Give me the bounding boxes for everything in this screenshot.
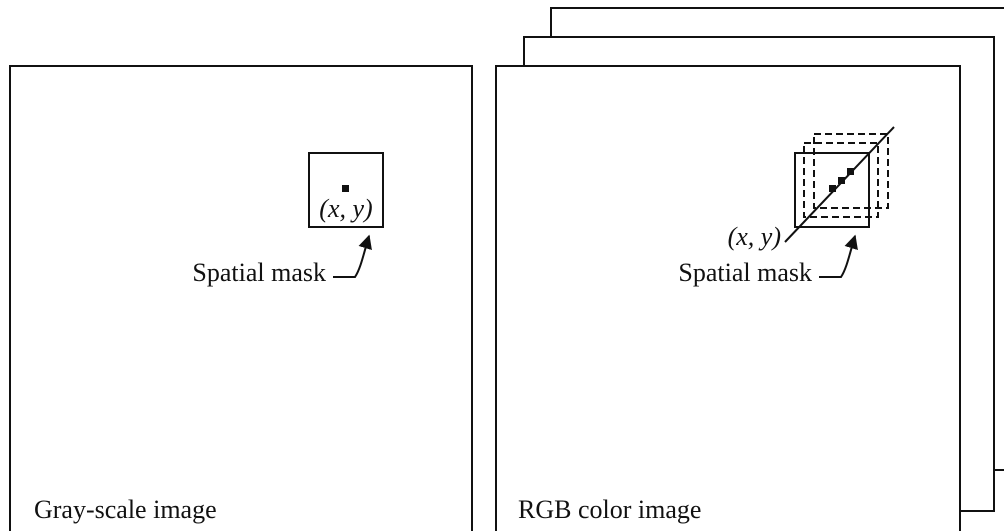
- rgb-depth-axis-line: [784, 126, 895, 243]
- rgb-color-caption: RGB color image: [518, 495, 701, 524]
- gray-coordinate-label: (x, y): [319, 194, 372, 223]
- gray-mask-arrow: [333, 234, 372, 278]
- gray-center-pixel: [342, 185, 349, 192]
- gray-scale-panel: (x, y) Spatial mask Gray-scale image: [9, 65, 473, 531]
- rgb-coordinate-label: (x, y): [728, 222, 781, 251]
- rgb-center-pixel-back: [847, 168, 854, 175]
- rgb-center-pixel-front: [829, 185, 836, 192]
- rgb-spatial-mask-label: Spatial mask: [678, 258, 812, 287]
- gray-spatial-mask-box: [308, 152, 384, 228]
- gray-scale-image-frame: [9, 65, 473, 531]
- rgb-mask-arrow: [819, 234, 858, 278]
- rgb-panel: (x, y) Spatial mask RGB color image: [495, 7, 1004, 531]
- rgb-front-plane: [495, 65, 961, 531]
- rgb-center-pixel-middle: [838, 177, 845, 184]
- rgb-mask-front-box: [794, 152, 870, 228]
- rgb-mask-back-box: [813, 133, 889, 209]
- rgb-mask-middle-box: [803, 142, 879, 218]
- gray-spatial-mask-label: Spatial mask: [192, 258, 326, 287]
- gray-scale-caption: Gray-scale image: [34, 495, 217, 524]
